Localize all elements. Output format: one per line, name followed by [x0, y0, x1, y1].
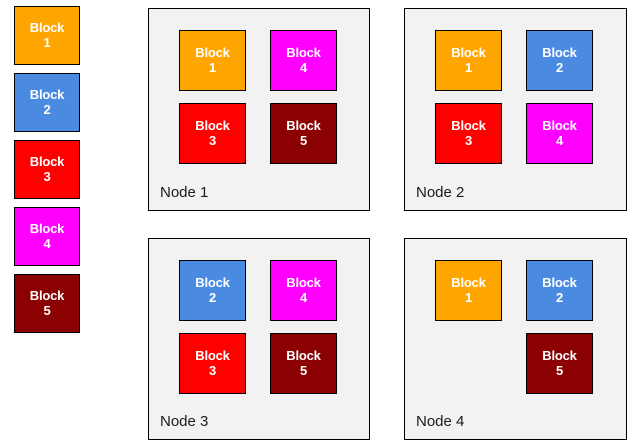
- legend-block-number: 1: [43, 34, 51, 50]
- node-block-word: Block: [286, 117, 321, 133]
- node-block-number: 5: [299, 132, 308, 148]
- legend-block-word: Block: [29, 19, 65, 35]
- node-block-number: 1: [464, 289, 473, 305]
- node-label: Node 4: [416, 413, 465, 430]
- node-block-word: Block: [542, 274, 577, 290]
- node-block-number: 2: [555, 59, 564, 75]
- node-block-word: Block: [195, 117, 230, 133]
- node-block-number: 1: [208, 59, 217, 75]
- node-label: Node 1: [160, 184, 209, 201]
- node-block-empty-slot: [435, 333, 502, 394]
- node-block-number: 4: [299, 289, 308, 305]
- node-block-number: 1: [464, 59, 473, 75]
- node-block-word: Block: [286, 274, 321, 290]
- legend-block-word: Block: [29, 220, 65, 236]
- node-block-word: Block: [451, 117, 486, 133]
- node-block-word: Block: [542, 44, 577, 60]
- node-block-number: 5: [299, 362, 308, 378]
- node-block-word: Block: [451, 274, 486, 290]
- legend-block-number: 5: [43, 302, 51, 318]
- legend-block-number: 3: [43, 168, 51, 184]
- node-block-word: Block: [195, 44, 230, 60]
- node-block-number: 5: [555, 362, 564, 378]
- legend-block-number: 2: [43, 101, 51, 117]
- node-block-word: Block: [195, 274, 230, 290]
- node-block-number: 3: [464, 132, 473, 148]
- node-block-number: 3: [208, 132, 217, 148]
- legend-block-number: 4: [43, 235, 51, 251]
- legend-block-word: Block: [29, 287, 65, 303]
- node-block-word: Block: [286, 347, 321, 363]
- node-block-number: 3: [208, 362, 217, 378]
- node-block-word: Block: [542, 117, 577, 133]
- node-block-word: Block: [451, 44, 486, 60]
- node-block-number: 2: [208, 289, 217, 305]
- legend-block-word: Block: [29, 86, 65, 102]
- node-label: Node 2: [416, 184, 465, 201]
- node-block-word: Block: [195, 347, 230, 363]
- node-block-number: 4: [555, 132, 564, 148]
- node-block-number: 2: [555, 289, 564, 305]
- node-block-word: Block: [286, 44, 321, 60]
- legend-block-word: Block: [29, 153, 65, 169]
- node-label: Node 3: [160, 413, 209, 430]
- node-block-number: 4: [299, 59, 308, 75]
- node-block-word: Block: [542, 347, 577, 363]
